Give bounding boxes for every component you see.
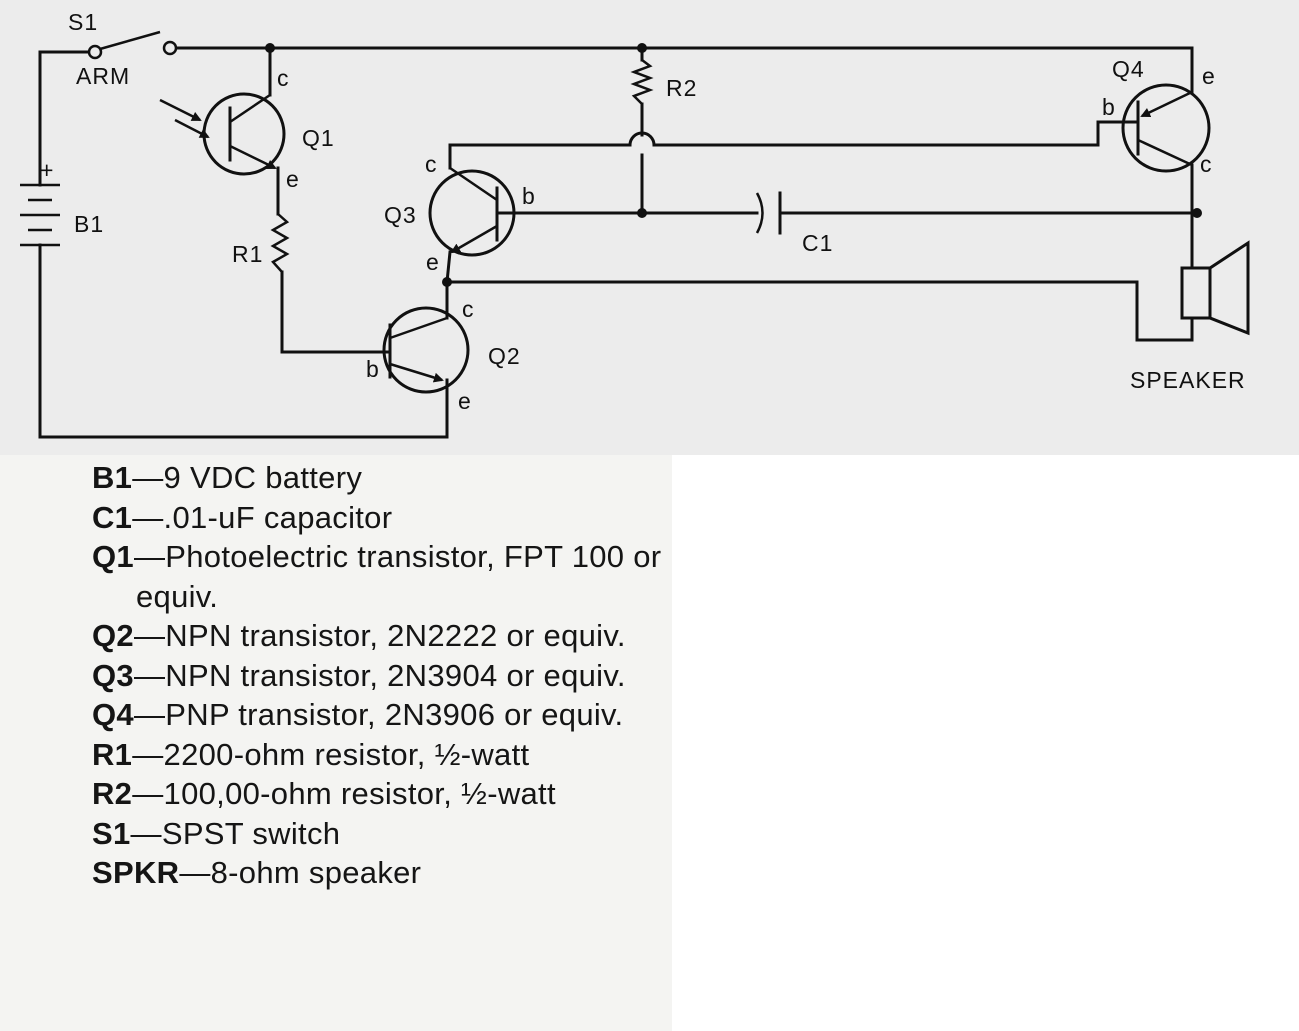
battery-b1 <box>20 163 60 260</box>
part-separator: — <box>130 815 162 851</box>
parts-list-item: SPKR—8-ohm speaker <box>92 853 662 893</box>
label-c1: C1 <box>802 230 833 256</box>
part-separator: — <box>132 499 164 535</box>
label-q3-c: c <box>425 151 438 177</box>
speaker <box>1180 240 1250 336</box>
part-separator: — <box>132 736 164 772</box>
parts-list-item: R2—100,00-ohm resistor, ½-watt <box>92 774 662 814</box>
label-q4-e: e <box>1202 63 1216 89</box>
resistor-r2 <box>630 59 654 105</box>
part-code: Q1 <box>92 539 134 574</box>
transistor-q2 <box>382 306 470 394</box>
label-q2-c: c <box>462 296 475 322</box>
schematic-background <box>0 0 1299 455</box>
part-separator: — <box>132 776 164 811</box>
part-separator: — <box>133 539 166 574</box>
label-r2: R2 <box>666 75 697 101</box>
part-code: S1 <box>92 815 131 851</box>
circuit-schematic: S1 ARM + B1 Q1 c e R1 Q3 c b e Q2 c b e … <box>20 9 1250 439</box>
part-description: SPST switch <box>161 815 341 851</box>
parts-list-item: Q2—NPN transistor, 2N2222 or equiv. <box>92 616 662 656</box>
label-q3-e: e <box>426 249 440 275</box>
part-description: 2200-ohm resistor, ½-watt <box>163 736 530 772</box>
label-q4-b: b <box>1102 94 1116 120</box>
part-separator: — <box>132 460 164 495</box>
label-arm: ARM <box>76 63 130 89</box>
label-q1: Q1 <box>302 125 335 151</box>
part-code: R1 <box>92 736 133 772</box>
label-q2: Q2 <box>488 343 521 369</box>
part-code: C1 <box>92 499 133 535</box>
part-separator: — <box>133 657 166 693</box>
part-separator: — <box>133 697 166 732</box>
parts-list-item: R1—2200-ohm resistor, ½-watt <box>92 735 662 775</box>
wire-crossover <box>628 131 656 147</box>
label-speaker: SPEAKER <box>1130 367 1246 393</box>
part-separator: — <box>179 855 211 890</box>
capacitor-c1 <box>755 191 782 235</box>
part-separator: — <box>133 618 166 653</box>
label-b1: B1 <box>74 211 104 237</box>
label-q4: Q4 <box>1112 56 1145 82</box>
label-q1-e: e <box>286 166 300 192</box>
part-description: PNP transistor, 2N3906 or equiv. <box>165 697 624 732</box>
part-code: SPKR <box>92 855 180 890</box>
part-description: 100,00-ohm resistor, ½-watt <box>163 776 556 811</box>
part-code: Q2 <box>92 618 134 653</box>
transistor-q1 <box>159 92 286 176</box>
label-q3: Q3 <box>384 202 417 228</box>
wiring <box>38 46 1199 439</box>
switch-s1 <box>87 30 178 60</box>
part-description: NPN transistor, 2N2222 or equiv. <box>165 618 626 653</box>
transistor-q3 <box>428 166 516 284</box>
part-code: R2 <box>92 776 133 811</box>
part-description: Photoelectric transistor, FPT 100 or equ… <box>136 539 662 614</box>
part-description: 8-ohm speaker <box>210 855 422 890</box>
label-s1: S1 <box>68 9 98 35</box>
label-q2-e: e <box>458 388 472 414</box>
part-description: .01-uF capacitor <box>163 499 393 535</box>
part-code: B1 <box>92 460 133 495</box>
label-q4-c: c <box>1200 151 1213 177</box>
label-q1-c: c <box>277 65 290 91</box>
parts-list-item: Q4—PNP transistor, 2N3906 or equiv. <box>92 695 662 735</box>
part-description: 9 VDC battery <box>163 460 363 495</box>
parts-list-background <box>0 455 672 1031</box>
label-r1: R1 <box>232 241 263 267</box>
parts-list-item: Q1—Photoelectric transistor, FPT 100 or … <box>92 537 662 616</box>
parts-list-item: B1—9 VDC battery <box>92 458 662 498</box>
label-q2-b: b <box>366 356 380 382</box>
parts-list: B1—9 VDC battery C1—.01-uF capacitor Q1—… <box>92 458 662 893</box>
parts-list-item: Q3—NPN transistor, 2N3904 or equiv. <box>92 656 662 696</box>
label-plus: + <box>40 157 54 183</box>
junction-dots <box>265 43 1202 287</box>
parts-list-item: S1—SPST switch <box>92 814 662 854</box>
part-code: Q3 <box>92 657 134 693</box>
transistor-q4 <box>1111 83 1211 173</box>
part-code: Q4 <box>92 697 134 732</box>
parts-list-item: C1—.01-uF capacitor <box>92 498 662 538</box>
resistor-r1 <box>270 213 290 273</box>
label-q3-b: b <box>522 183 536 209</box>
part-description: NPN transistor, 2N3904 or equiv. <box>165 657 626 693</box>
